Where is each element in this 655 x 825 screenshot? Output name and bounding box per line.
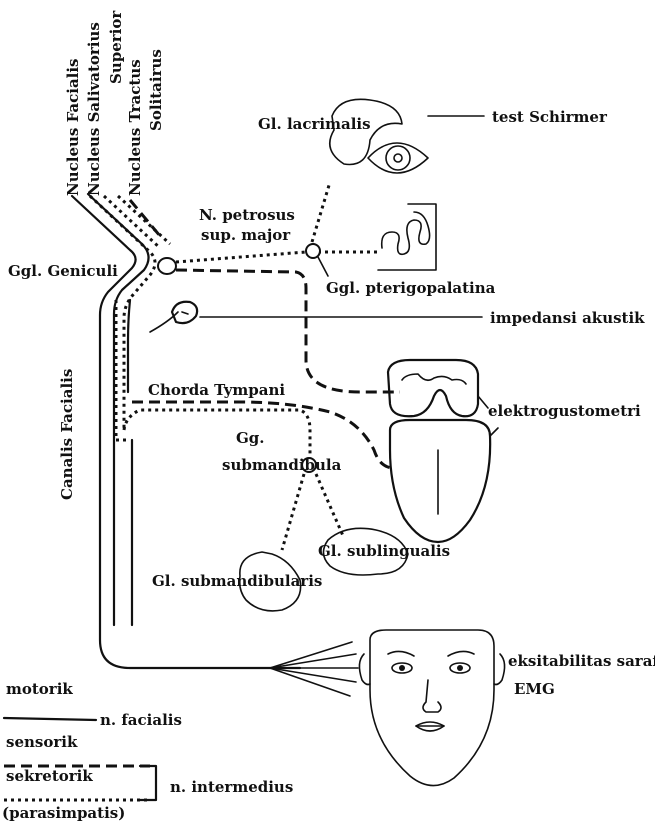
label-test-schirmer: test Schirmer [492, 108, 608, 126]
ganglion-pterigopalatina [306, 244, 320, 258]
lacrimal-gland-icon [330, 99, 428, 173]
face-icon [359, 630, 504, 786]
label-gg: Gg. [236, 429, 265, 447]
label-elektrogustometri: elektrogustometri [488, 402, 641, 420]
label-nucleus-salivatorius-superior: Superior [107, 10, 125, 84]
legend-motorik: motorik [6, 680, 73, 698]
label-nucleus-facialis: Nucleus Facialis [64, 58, 82, 196]
label-submandibula: submandibula [222, 456, 342, 474]
nasal-glands-icon [378, 204, 436, 270]
tooth-icon [388, 360, 478, 416]
label-ggl-geniculi: Ggl. Geniculi [8, 262, 118, 280]
label-emg: EMG [514, 680, 555, 698]
label-gl-submandibularis: Gl. submandibularis [152, 572, 322, 590]
legend-bracket [140, 766, 156, 800]
tongue-icon [390, 420, 490, 542]
label-ggl-pterigopalatina: Ggl. pterigopalatina [326, 279, 496, 297]
legend-sensorik: sensorik [6, 733, 78, 751]
label-canalis-facialis: Canalis Facialis [58, 369, 76, 500]
label-n-petrosus: N. petrosus [199, 206, 295, 224]
legend-sekretorik: sekretorik [6, 767, 93, 785]
label-impedansi-akustik: impedansi akustik [490, 309, 645, 327]
label-nucleus-tractus-solitairus: Solitairus [147, 49, 165, 131]
legend-motor-line [4, 718, 96, 720]
label-gl-sublingualis: Gl. sublingualis [318, 542, 450, 560]
label-chorda-tympani: Chorda Tympani [148, 381, 285, 399]
legend: motorik n. facialis sensorik sekretorik … [2, 680, 293, 822]
stapedius-muscle-icon [150, 302, 197, 332]
label-gl-lacrimalis: Gl. lacrimalis [258, 115, 371, 133]
legend-parasimpatis: (parasimpatis) [2, 804, 125, 822]
ganglion-geniculi [158, 258, 176, 274]
legend-n-intermedius: n. intermedius [170, 778, 293, 796]
label-nucleus-salivatorius: Nucleus Salivatorius [85, 22, 103, 196]
label-eksitabilitas-saraf: eksitabilitas saraf [508, 652, 655, 670]
label-nucleus-tractus: Nucleus Tractus [126, 59, 144, 196]
label-sup-major: sup. major [201, 226, 291, 244]
legend-n-facialis: n. facialis [100, 711, 182, 729]
